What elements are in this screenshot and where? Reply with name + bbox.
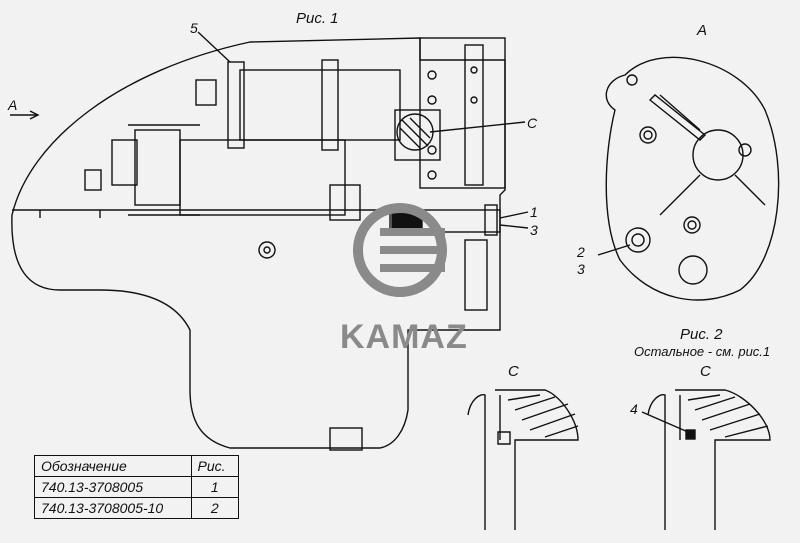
view-a-label: А (696, 22, 707, 39)
detail-c-right-label: C (700, 363, 711, 380)
col-designation: Обозначение (34, 455, 192, 477)
fig2-title: Рис. 2 (680, 326, 723, 343)
callout-1: 1 (530, 204, 538, 220)
table-row: 740.13-3708005-10 2 (34, 497, 240, 519)
drain-plug (329, 427, 363, 451)
cell-designation: 740.13-3708005 (34, 476, 192, 498)
view-a-hub (692, 129, 744, 181)
view-a-housing (605, 56, 780, 301)
cell-designation: 740.13-3708005-10 (34, 497, 192, 519)
cell-figure: 2 (190, 497, 240, 519)
callout-3: 3 (530, 222, 538, 238)
callout-5: 5 (190, 20, 198, 36)
starter-body (239, 69, 401, 141)
detail-c-left (467, 389, 579, 530)
detail-c-left-label: C (508, 363, 519, 380)
crankcase-block (419, 37, 506, 189)
callout-2b: 2 (576, 244, 585, 260)
callout-4: 4 (630, 401, 638, 417)
parts-table: Обозначение Рис. 740.13-3708005 1 740.13… (34, 455, 240, 519)
solenoid (134, 129, 181, 206)
callout-3b: 3 (577, 261, 585, 277)
housing-outline (11, 37, 506, 449)
callout-c: C (527, 115, 538, 131)
view-arrow (10, 110, 40, 120)
col-figure: Рис. (190, 455, 240, 477)
table-header-row: Обозначение Рис. (34, 455, 240, 477)
cell-figure: 1 (190, 476, 240, 498)
view-a-marker: А (7, 97, 17, 113)
table-row: 740.13-3708005 1 (34, 476, 240, 498)
fig2-note: Остальное - см. рис.1 (634, 344, 770, 359)
kamaz-wordmark: KAMAZ (340, 318, 468, 356)
fig1-title: Рис. 1 (296, 10, 339, 27)
kamaz-logo (353, 203, 447, 297)
detail-c-right (641, 389, 771, 530)
